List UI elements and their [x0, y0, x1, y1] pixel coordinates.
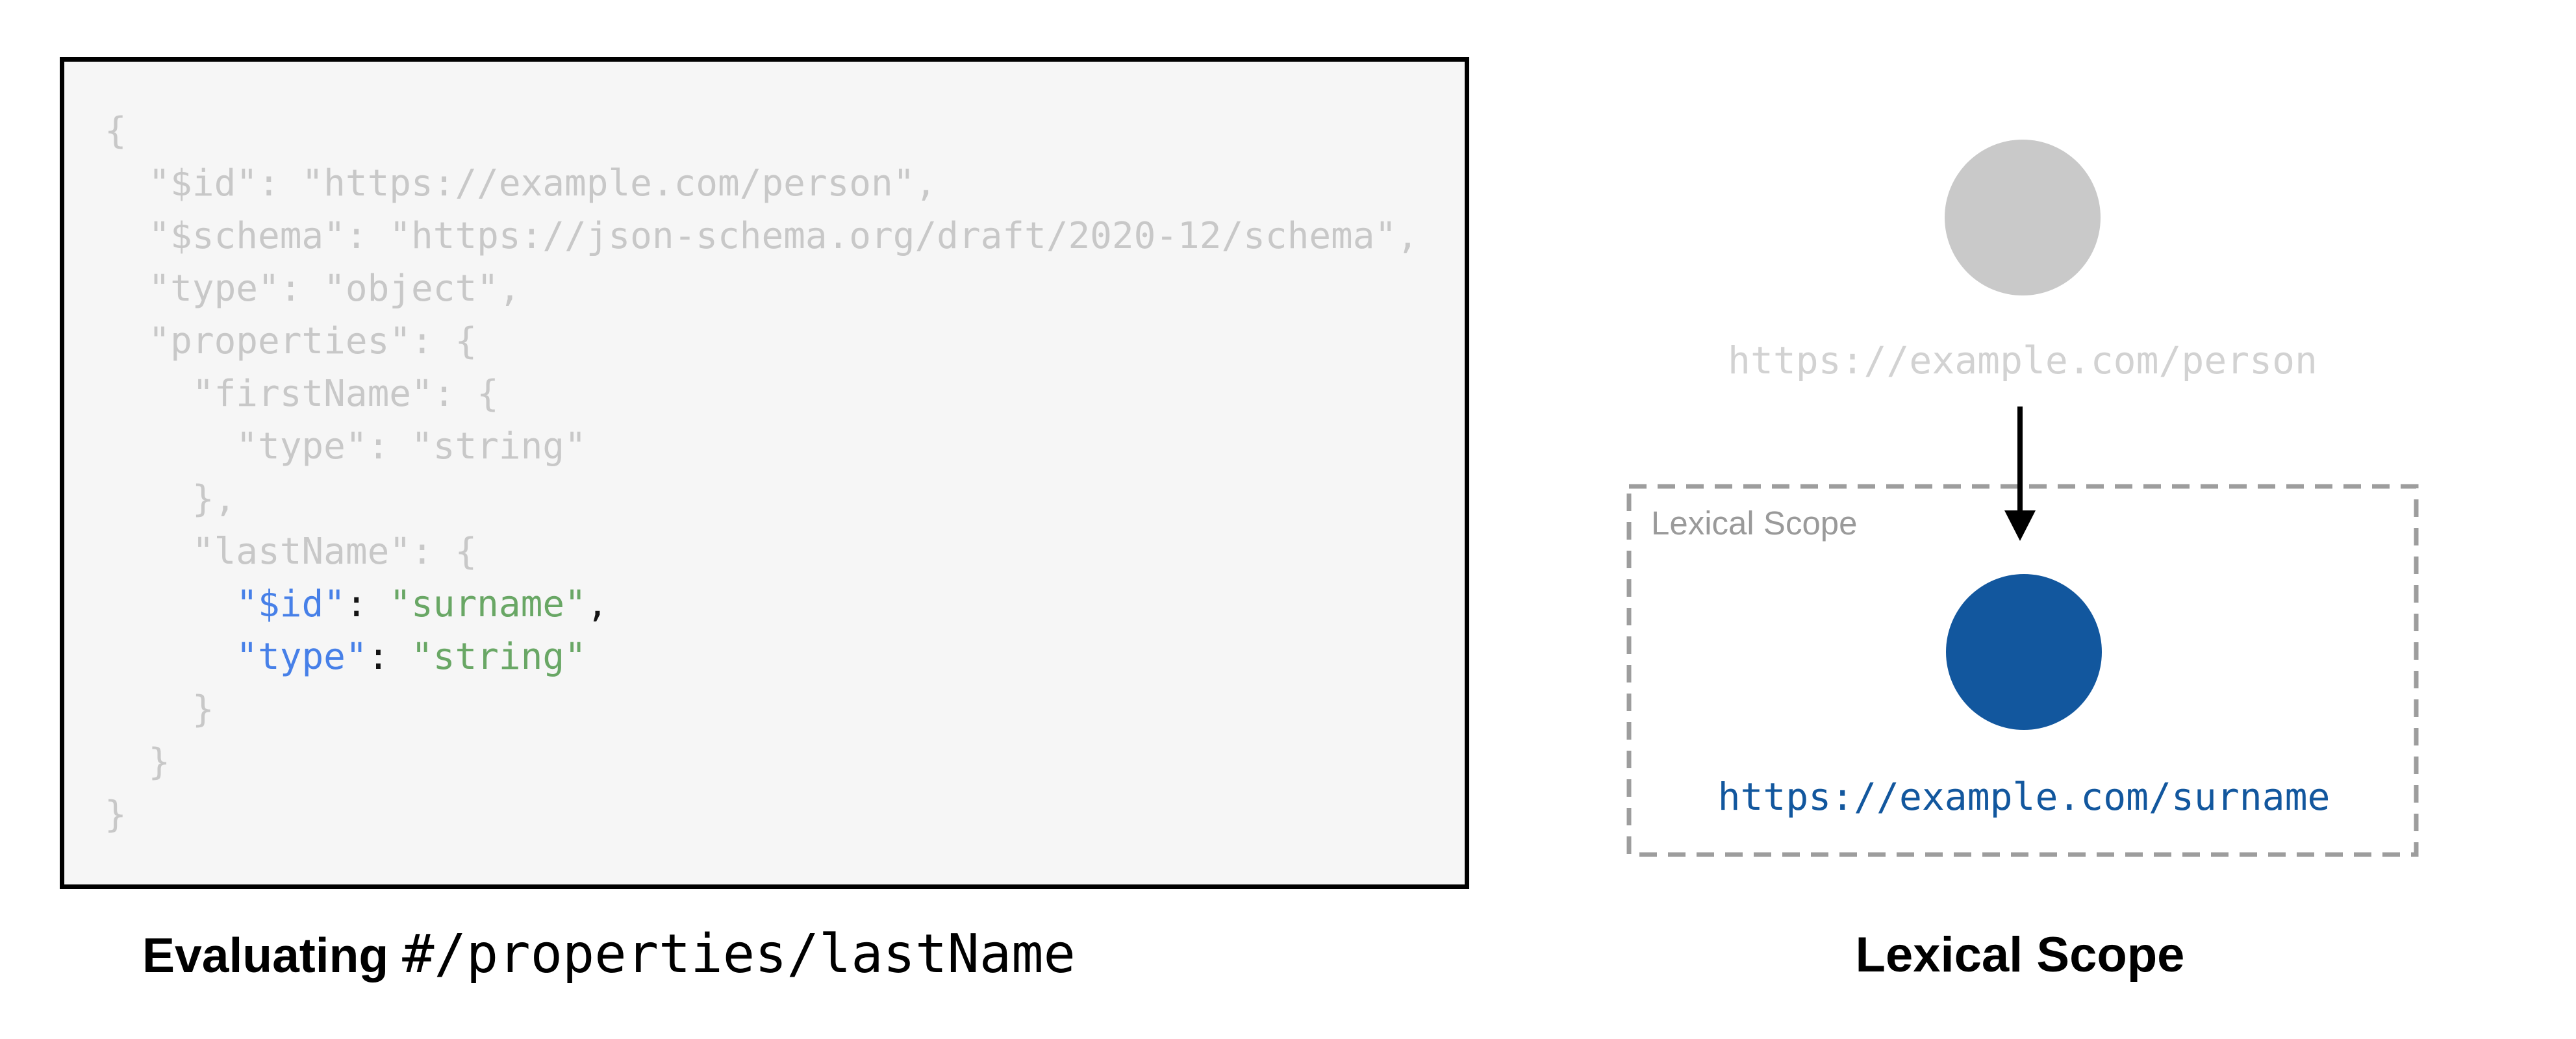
json-schema-code-block: { "$id": "https://example.com/person", "… [60, 57, 1469, 889]
code-line: "$id": "https://example.com/person", [105, 162, 937, 205]
code-line: { [105, 110, 127, 152]
code-line: "firstName": { [105, 373, 499, 415]
code-line: } [105, 794, 127, 836]
surname-schema-node [1946, 574, 2102, 730]
code-line: "type": "object", [105, 268, 521, 310]
left-caption: Evaluating #/properties/lastName [142, 923, 1076, 985]
left-caption-json-pointer: #/properties/lastName [402, 923, 1076, 985]
surname-uri-label: https://example.com/surname [1717, 775, 2330, 819]
code-line: } [105, 741, 171, 783]
code-line: "type": "string" [236, 636, 587, 678]
code-line: "lastName": { [105, 531, 477, 573]
lexical-scope-box [1626, 484, 2419, 857]
left-caption-prefix: Evaluating [142, 928, 403, 983]
person-uri-label: https://example.com/person [1728, 338, 2317, 382]
code-line: "$schema": "https://json-schema.org/draf… [105, 215, 1419, 257]
code-line: } [105, 688, 214, 731]
code-line: "properties": { [105, 320, 477, 362]
arrow-down-icon [2004, 407, 2036, 541]
right-caption: Lexical Scope [1855, 927, 2185, 983]
person-schema-node [1945, 140, 2101, 295]
code-line: "type": "string" [105, 425, 587, 468]
code-line: }, [105, 478, 236, 520]
lexical-scope-inner-label: Lexical Scope [1651, 505, 1858, 542]
json-code: { "$id": "https://example.com/person", "… [64, 62, 1465, 841]
code-line: "$id": "surname", [236, 583, 609, 625]
